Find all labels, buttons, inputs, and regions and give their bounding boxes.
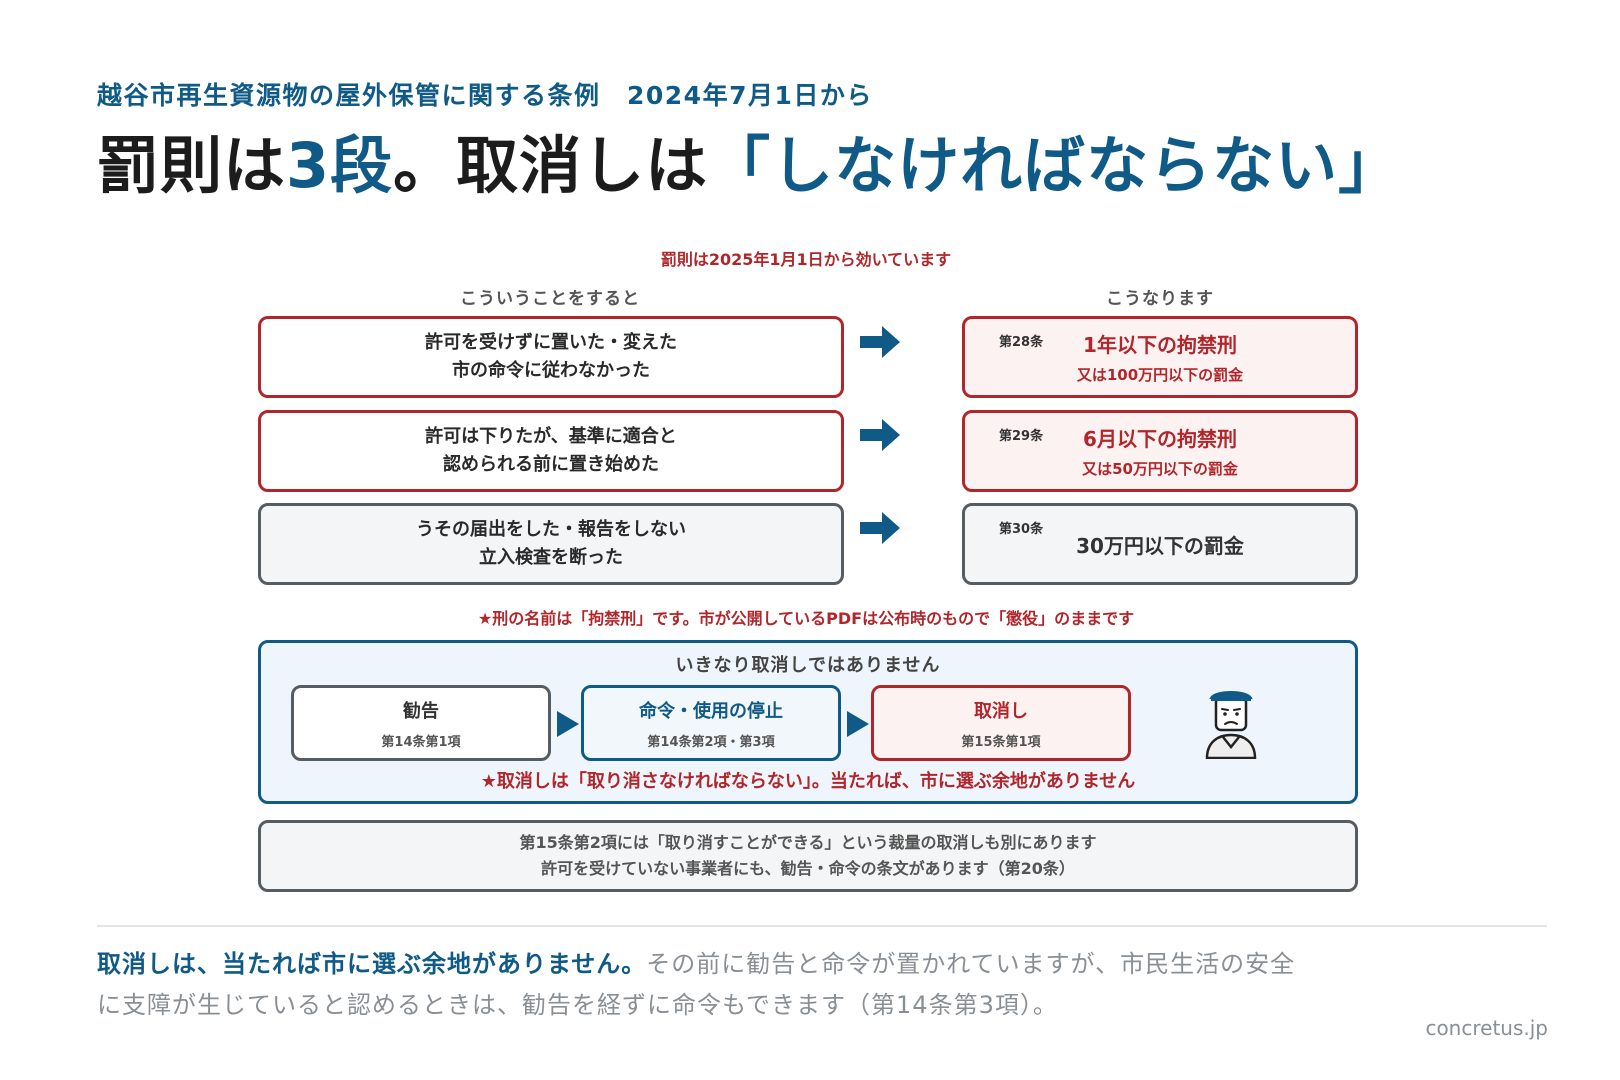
panel-title: いきなり取消しではありません — [675, 655, 941, 676]
condition-box-3: うその届出をした・報告をしない 立入検査を断った — [258, 503, 844, 585]
arrow-right-icon — [860, 512, 900, 544]
condition-line: 立入検査を断った — [479, 547, 623, 568]
headline-part-4: 「しなければならない」 — [708, 129, 1402, 202]
info-line: 許可を受けていない事業者にも、勧告・命令の条文があります（第20条） — [541, 859, 1075, 878]
site-credit: concretus.jp — [1425, 1016, 1548, 1040]
revocation-process-panel: いきなり取消しではありません 勧告 第14条第1項 命令・使用の停止 第14条第… — [258, 640, 1358, 804]
arrow-right-icon — [860, 419, 900, 451]
article-label: 第30条 — [999, 522, 1044, 537]
result-main: 30万円以下の罰金 — [1076, 533, 1244, 558]
summary-text: 取消しは、当たれば市に選ぶ余地がありません。その前に勧告と命令が置かれていますが… — [97, 944, 1297, 1026]
punishment-name-note: ★刑の名前は「拘禁刑」です。市が公開しているPDFは公布時のもので「懲役」のまま… — [477, 609, 1135, 628]
step-article: 第14条第2項・第3項 — [647, 734, 775, 750]
step-label: 取消し — [974, 700, 1028, 722]
step-article: 第14条第1項 — [381, 734, 461, 750]
subtitle: 越谷市再生資源物の屋外保管に関する条例 2024年7月1日から — [97, 81, 873, 110]
result-sub: 又は50万円以下の罰金 — [1082, 460, 1238, 478]
divider — [97, 925, 1547, 927]
condition-line: 市の命令に従わなかった — [452, 360, 650, 381]
column-label-results: こうなります — [1106, 289, 1214, 309]
result-main: 6月以下の拘禁刑 — [1083, 427, 1237, 451]
summary-body: その前に勧告と命令が置かれていますが、市民生活の安全に支障が生じていると認めると… — [97, 950, 1296, 1019]
info-line: 第15条第2項には「取り消すことができる」という裁量の取消しも別にあります — [519, 832, 1097, 852]
result-box-2: 第29条 6月以下の拘禁刑 又は50万円以下の罰金 — [962, 410, 1358, 492]
step-label: 命令・使用の停止 — [639, 700, 783, 722]
page-title: 罰則は3段。取消しは「しなければならない」 — [97, 130, 1401, 201]
condition-box-1: 許可を受けずに置いた・変えた 市の命令に従わなかった — [258, 316, 844, 398]
step-label: 勧告 — [403, 700, 439, 722]
condition-line: 許可を受けずに置いた・変えた — [425, 332, 677, 354]
result-main: 1年以下の拘禁刑 — [1083, 333, 1237, 357]
article-label: 第28条 — [999, 335, 1044, 350]
condition-line: 認められる前に置き始めた — [443, 454, 659, 475]
effective-date-note: 罰則は2025年1月1日から効いています — [660, 250, 952, 269]
article-label: 第29条 — [999, 429, 1044, 444]
column-label-actions: こういうことをすると — [460, 289, 640, 309]
mandatory-revocation-note: ★取消しは「取り消さなければならない」。当たれば、市に選ぶ余地がありません — [480, 771, 1136, 792]
arrow-right-icon — [557, 711, 579, 737]
result-box-3: 第30条 30万円以下の罰金 — [962, 503, 1358, 585]
result-sub: 又は100万円以下の罰金 — [1076, 366, 1244, 384]
headline-part-1: 罰則は — [97, 129, 287, 202]
headline-part-3: 。取消しは — [393, 129, 709, 202]
official-person-icon — [1205, 691, 1257, 759]
summary-lead: 取消しは、当たれば市に選ぶ余地がありません。 — [97, 950, 647, 978]
headline-part-2: 3段 — [286, 129, 394, 202]
result-box-1: 第28条 1年以下の拘禁刑 又は100万円以下の罰金 — [962, 316, 1358, 398]
supplementary-info-box: 第15条第2項には「取り消すことができる」という裁量の取消しも別にあります 許可… — [258, 820, 1358, 892]
step-revocation: 取消し 第15条第1項 — [871, 685, 1131, 761]
arrow-right-icon — [860, 326, 900, 358]
step-advice: 勧告 第14条第1項 — [291, 685, 551, 761]
step-article: 第15条第1項 — [961, 734, 1041, 750]
condition-box-2: 許可は下りたが、基準に適合と 認められる前に置き始めた — [258, 410, 844, 492]
condition-line: うその届出をした・報告をしない — [416, 519, 686, 541]
condition-line: 許可は下りたが、基準に適合と — [425, 426, 677, 448]
arrow-right-icon — [847, 711, 869, 737]
step-order: 命令・使用の停止 第14条第2項・第3項 — [581, 685, 841, 761]
